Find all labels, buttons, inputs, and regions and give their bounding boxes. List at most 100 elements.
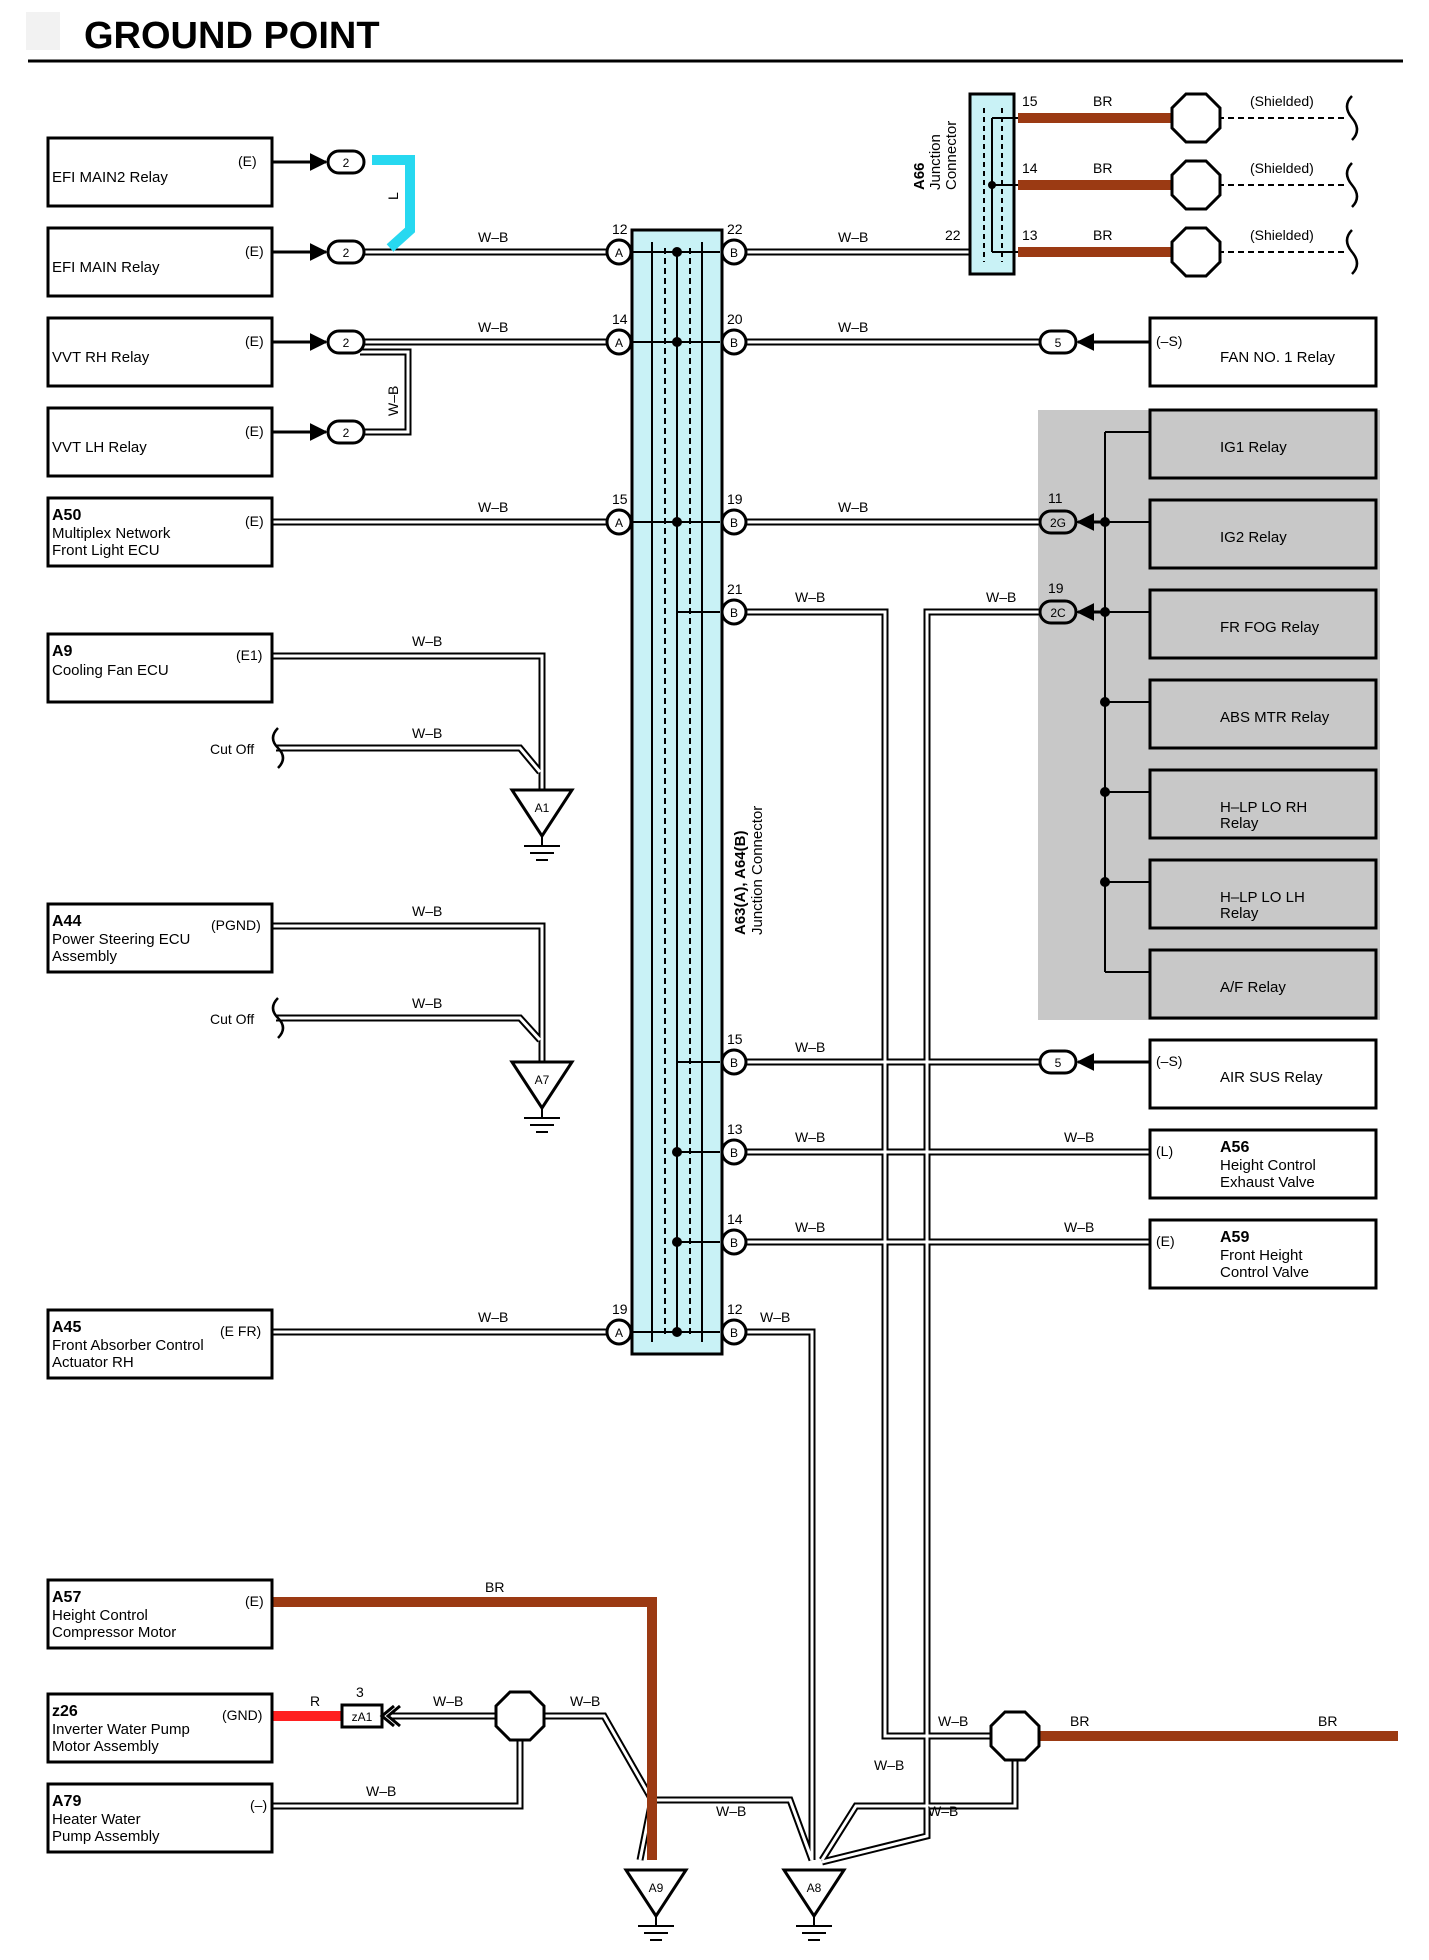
comp-z26 (46, 1692, 274, 1764)
wire-a9 (272, 652, 546, 790)
ground-a9: A9 (623, 1868, 689, 1941)
comp-hlp-lo-lh-relay (1148, 858, 1378, 930)
za1-connector: zA1 3 R (310, 1684, 401, 1729)
shielded-label-1: (Shielded) (1250, 93, 1314, 109)
svg-text:2C: 2C (1050, 606, 1066, 620)
svg-text:W–B: W–B (986, 589, 1016, 605)
comp-a44 (46, 902, 274, 974)
svg-text:IG2 Relay: IG2 Relay (1220, 529, 1287, 546)
svg-text:Front Height: Front Height (1220, 1247, 1303, 1264)
svg-text:Height Control: Height Control (52, 1607, 148, 1624)
shield-ends (1345, 95, 1359, 275)
svg-text:A44: A44 (52, 913, 81, 930)
comp-a45 (46, 1308, 274, 1380)
shield-lines (1218, 117, 1346, 253)
svg-text:W–B: W–B (928, 1803, 958, 1819)
svg-text:B: B (730, 516, 738, 530)
svg-text:W–B: W–B (838, 319, 868, 335)
svg-text:5: 5 (1055, 336, 1062, 350)
svg-text:A59: A59 (1220, 1229, 1249, 1246)
comp-a50 (46, 496, 274, 568)
comp-a9-cooling-fan-ecu (46, 632, 274, 704)
wire-splice-left (540, 1712, 816, 1862)
svg-text:19: 19 (1048, 580, 1064, 596)
svg-text:Exhaust Valve: Exhaust Valve (1220, 1174, 1315, 1191)
wires-br (272, 113, 1398, 1860)
svg-text:2: 2 (343, 246, 350, 260)
svg-text:W–B: W–B (478, 1309, 508, 1325)
svg-text:(E1): (E1) (236, 647, 262, 663)
comp-vvt-lh-relay (46, 406, 274, 478)
svg-text:5: 5 (1055, 1056, 1062, 1070)
junction-a-pins: A A A A 12 14 15 19 (605, 221, 633, 1346)
svg-text:(E): (E) (245, 513, 264, 529)
svg-text:(E): (E) (245, 423, 264, 439)
svg-text:15: 15 (727, 1031, 743, 1047)
svg-text:Front Light ECU: Front Light ECU (52, 542, 160, 559)
svg-text:B: B (730, 1236, 738, 1250)
svg-text:BR: BR (1093, 93, 1112, 109)
wire-cutoff-a7 (276, 1014, 543, 1043)
comp-a79 (46, 1782, 274, 1854)
shield-octagons (1170, 92, 1222, 278)
junction-b-pins: B B B B B B B B 22 20 19 21 15 13 14 12 (720, 221, 748, 1346)
svg-text:B: B (730, 246, 738, 260)
svg-text:2: 2 (343, 426, 350, 440)
svg-text:(E): (E) (245, 1593, 264, 1609)
svg-text:14: 14 (612, 311, 628, 327)
svg-text:A9: A9 (649, 1881, 664, 1895)
svg-text:(L): (L) (1156, 1143, 1173, 1159)
svg-text:zA1: zA1 (352, 1710, 373, 1724)
svg-text:13: 13 (727, 1121, 743, 1137)
svg-text:Inverter Water Pump: Inverter Water Pump (52, 1721, 190, 1738)
shielded-label-3: (Shielded) (1250, 227, 1314, 243)
wire-l-blue (372, 155, 415, 252)
svg-text:A56: A56 (1220, 1139, 1249, 1156)
svg-text:22: 22 (945, 227, 961, 243)
svg-text:W–B: W–B (795, 1219, 825, 1235)
svg-text:(E): (E) (1156, 1233, 1175, 1249)
splice-left (494, 1690, 546, 1742)
svg-text:W–B: W–B (838, 229, 868, 245)
svg-text:(E): (E) (245, 333, 264, 349)
svg-text:B: B (730, 1326, 738, 1340)
wires-wb-inner (272, 250, 1150, 1864)
svg-text:A: A (615, 336, 623, 350)
svg-text:3: 3 (356, 1684, 364, 1700)
junction-busbars (612, 242, 720, 1342)
a66-label1: Junction (927, 134, 944, 190)
svg-text:W–B: W–B (1064, 1219, 1094, 1235)
splice-octagons (494, 1690, 1041, 1762)
junction-label-name: Junction Connector (749, 806, 766, 935)
svg-text:W–B: W–B (838, 499, 868, 515)
ground-a1: A1 (509, 788, 575, 861)
svg-text:Assembly: Assembly (52, 948, 118, 965)
left-pill-connectors: 2 2 2 2 (272, 149, 366, 445)
svg-text:W–B: W–B (478, 229, 508, 245)
svg-text:12: 12 (727, 1301, 743, 1317)
svg-text:Compressor Motor: Compressor Motor (52, 1624, 176, 1641)
wire-splice-right (819, 1760, 1019, 1862)
svg-text:14: 14 (1022, 160, 1038, 176)
svg-text:19: 19 (727, 491, 743, 507)
svg-text:Heater Water: Heater Water (52, 1811, 141, 1828)
cut-off-label-2: Cut Off (210, 1011, 254, 1027)
svg-text:15: 15 (612, 491, 628, 507)
comp-fr-fog-relay (1148, 588, 1378, 660)
svg-text:Relay: Relay (1220, 815, 1259, 832)
comp-a59 (1148, 1218, 1378, 1290)
svg-text:15: 15 (1022, 93, 1038, 109)
svg-text:B: B (730, 606, 738, 620)
svg-text:Power Steering ECU: Power Steering ECU (52, 931, 190, 948)
svg-text:A50: A50 (52, 507, 81, 524)
svg-text:A8: A8 (807, 1881, 822, 1895)
svg-text:A79: A79 (52, 1793, 81, 1810)
cut-off-label-1: Cut Off (210, 741, 254, 757)
svg-text:VVT LH Relay: VVT LH Relay (52, 439, 147, 456)
wire-label-wb-vvt: W–B (385, 386, 401, 416)
comp-fan-no1-relay (1148, 316, 1378, 388)
svg-text:14: 14 (727, 1211, 743, 1227)
svg-text:W–B: W–B (478, 499, 508, 515)
right-components: FAN NO. 1 Relay (–S) IG1 Relay IG2 Relay… (1148, 316, 1378, 1290)
